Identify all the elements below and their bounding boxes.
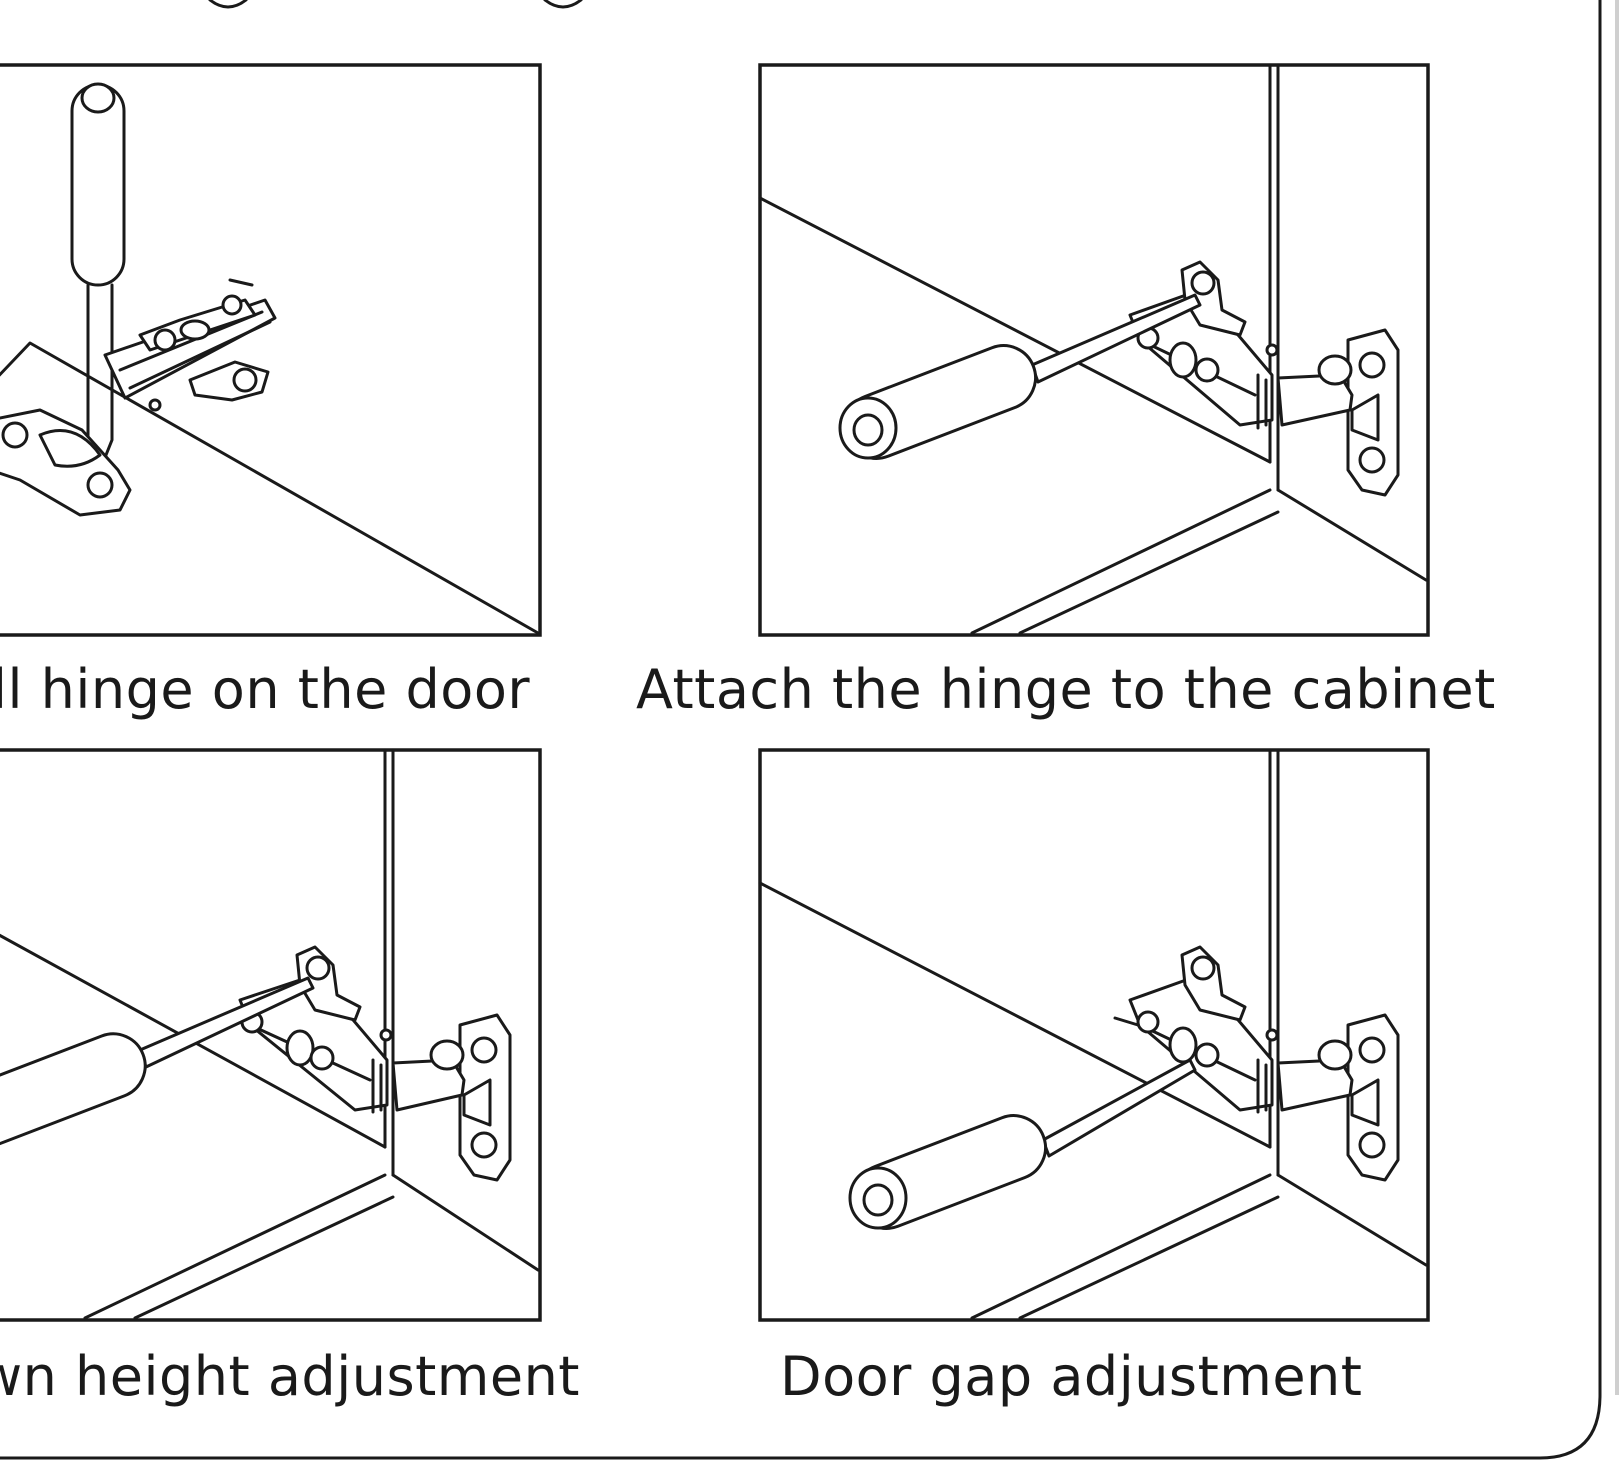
panel-height-adjust: [0, 748, 542, 1322]
caption-attach-cabinet: Attach the hinge to the cabinet: [636, 658, 1496, 721]
panel-install-door: [0, 63, 542, 637]
panel-attach-cabinet: [758, 63, 1430, 637]
title-fragment: [208, 0, 583, 9]
caption-door-gap-adjustment: Door gap adjustment: [780, 1345, 1363, 1408]
caption-install-door: ll hinge on the door: [0, 658, 531, 721]
caption-height-adjustment: wn height adjustment: [0, 1345, 580, 1408]
panel-gap-adjust: [758, 748, 1430, 1322]
